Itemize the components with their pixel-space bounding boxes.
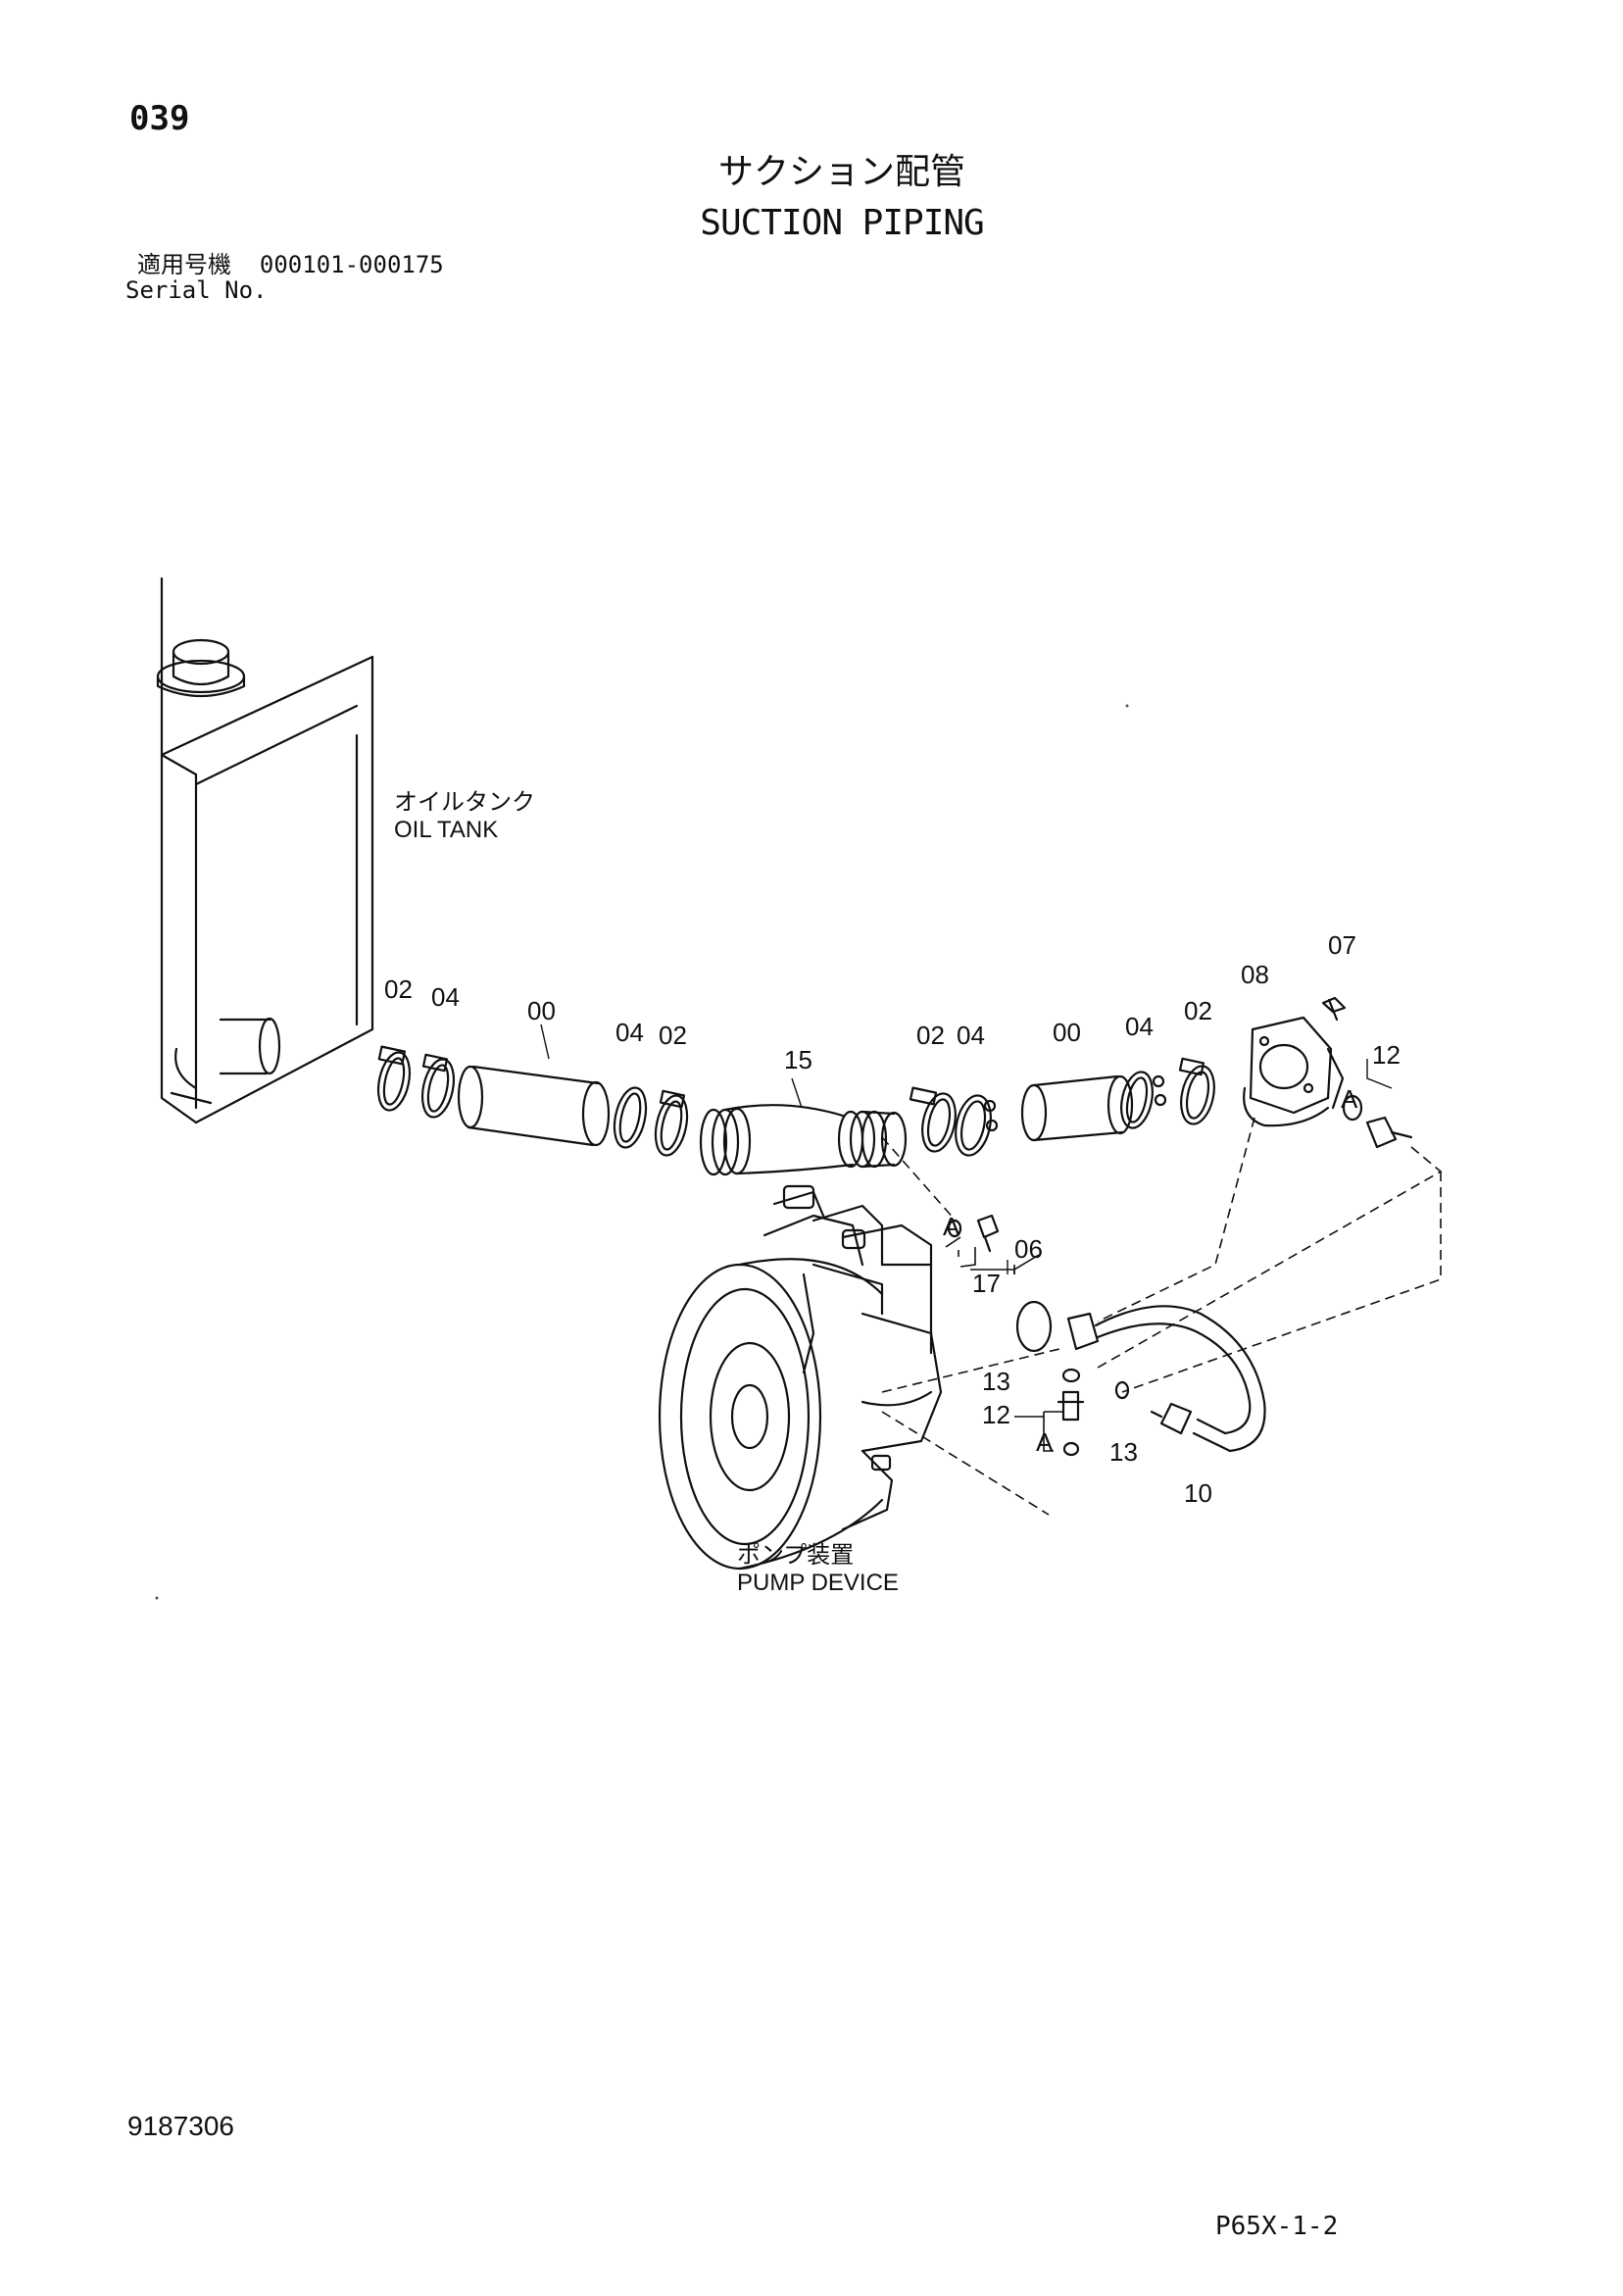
serial-range: 000101-000175	[259, 251, 444, 278]
document-number: 9187306	[127, 2111, 235, 2141]
leader-12-a	[1097, 1146, 1443, 1369]
callout-04-far: 04	[1125, 1012, 1154, 1041]
clamp-02-left	[376, 1045, 412, 1112]
leader-pump-seal	[881, 1347, 1064, 1393]
callout-15: 15	[784, 1045, 812, 1074]
callout-a-top: A	[1341, 1084, 1358, 1114]
band-04-right	[955, 1094, 999, 1157]
oil-tank-label-japanese: オイルタンク	[394, 789, 535, 816]
callout-02-left: 02	[384, 974, 413, 1004]
callout-00-left: 00	[527, 996, 556, 1025]
plate-code: P65X-1-2	[1215, 2212, 1339, 2241]
pump-device-drawing	[658, 1184, 943, 1571]
band-04-far	[1120, 1071, 1167, 1129]
callout-a-left: A	[943, 1212, 960, 1241]
leader-pump-lower	[881, 1411, 1050, 1516]
serial-label-japanese: 適用号機	[137, 251, 231, 278]
callout-06: 06	[1014, 1234, 1043, 1264]
hose-00-left	[457, 1065, 611, 1147]
o-ring-13-lower	[1062, 1441, 1080, 1457]
page-title-english: SUCTION PIPING	[700, 203, 984, 243]
serial-range-line: 適用号機 000101-000175	[137, 253, 444, 276]
callout-04-right: 04	[957, 1021, 985, 1050]
page-number: 039	[129, 99, 190, 138]
callout-04-mid: 04	[615, 1018, 644, 1047]
scan-speck	[1125, 704, 1129, 708]
callout-12-top: 12	[1372, 1040, 1401, 1070]
callout-a-bottom: A	[1036, 1427, 1054, 1457]
hose-00-right	[1020, 1074, 1134, 1142]
callout-02-right: 02	[916, 1021, 945, 1050]
leader-a-1	[881, 1136, 957, 1222]
callout-07: 07	[1328, 930, 1356, 960]
pump-device-label-japanese: ポンプ装置	[737, 1542, 854, 1569]
component-labels: オイルタンク OIL TANK ポンプ装置 PUMP DEVICE	[394, 789, 899, 1596]
callouts: 02 04 00 04 02 15 02 04 00 04 02 08 07 1…	[384, 930, 1401, 1508]
callout-02-far: 02	[1184, 996, 1212, 1025]
callout-12-bottom: 12	[982, 1400, 1010, 1429]
callout-00-right: 00	[1053, 1018, 1081, 1047]
callout-17: 17	[972, 1269, 1001, 1298]
callout-10: 10	[1184, 1478, 1212, 1508]
serial-label-english: Serial No.	[125, 276, 268, 304]
flange-08	[1243, 1016, 1345, 1127]
oil-tank-drawing	[156, 576, 374, 1124]
oil-tank-label-english: OIL TANK	[394, 817, 498, 843]
clamp-02-far	[1178, 1057, 1215, 1125]
fitting-12-top	[1342, 1094, 1413, 1149]
clamp-02-mid	[654, 1089, 689, 1157]
leader-08-hose	[1097, 1117, 1255, 1323]
fitting-12-lower	[1057, 1390, 1085, 1422]
callout-08: 08	[1241, 960, 1269, 989]
page-title-japanese: サクション配管	[717, 152, 965, 192]
callout-04-left: 04	[431, 982, 460, 1012]
fitting-17	[976, 1214, 1000, 1253]
o-ring-13-upper	[1061, 1368, 1081, 1383]
callout-13-left: 13	[982, 1367, 1010, 1396]
hose-10	[1066, 1305, 1266, 1453]
band-04-mid	[613, 1086, 648, 1149]
leader-right	[1121, 1172, 1442, 1393]
pump-device-label-english: PUMP DEVICE	[737, 1570, 899, 1596]
bolt-07	[1321, 996, 1347, 1022]
scan-speck	[155, 1596, 159, 1600]
seal-06	[1015, 1300, 1053, 1353]
callout-02-mid: 02	[659, 1021, 687, 1050]
clamp-02-right	[909, 1086, 957, 1153]
hose-15	[699, 1104, 908, 1176]
band-04-left	[420, 1053, 456, 1119]
callout-13-right: 13	[1109, 1437, 1138, 1467]
